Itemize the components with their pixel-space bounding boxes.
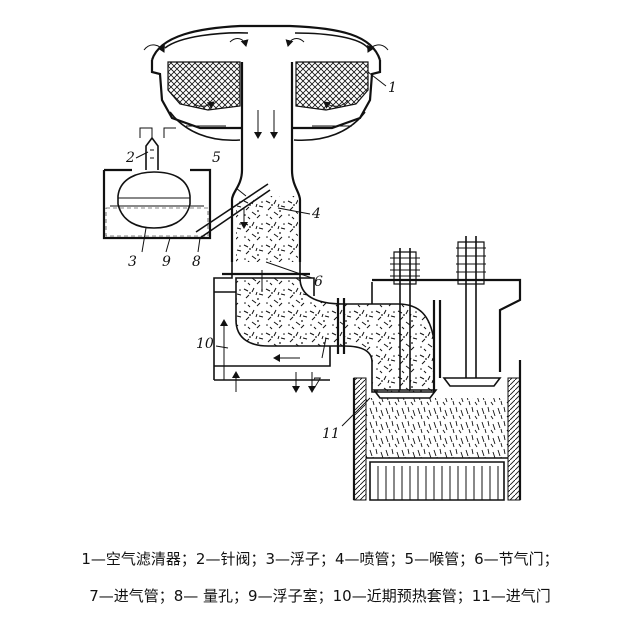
- exhaust-valve: [442, 236, 502, 387]
- label-8: 8: [192, 254, 201, 270]
- float: [117, 171, 191, 229]
- venturi-throat: [230, 169, 302, 262]
- label-4: 4: [311, 206, 321, 222]
- intake-manifold: [235, 277, 435, 393]
- label-11: 11: [322, 426, 340, 442]
- label-9: 9: [162, 254, 171, 270]
- needle-valve: [139, 127, 176, 170]
- label-10: 10: [196, 336, 214, 352]
- float-chamber: [102, 168, 212, 240]
- label-1: 1: [388, 80, 397, 96]
- legend-line-2: 7—进气管；8— 量孔；9—浮子室；10—近期预热套管；11—进气门: [89, 587, 551, 605]
- part-labels: 1 2 3 4 5 6 7 8 9 10 11: [125, 80, 397, 442]
- spray-nozzle: [195, 183, 271, 239]
- label-3: 3: [128, 254, 137, 270]
- legend-line-1: 1—空气滤清器；2—针阀；3—浮子；4—喷管；5—喉管；6—节气门；: [81, 550, 559, 568]
- label-7: 7: [312, 376, 321, 392]
- air-filter: [143, 24, 389, 142]
- label-6: 6: [314, 274, 323, 290]
- carburetor-diagram: 1 2 3 4 5 6 7 8 9 10 11: [102, 24, 522, 501]
- preheat-jacket: [214, 291, 331, 393]
- piston: [369, 461, 505, 501]
- label-5: 5: [212, 150, 221, 166]
- label-2: 2: [125, 150, 135, 166]
- leader-lines: [135, 71, 387, 427]
- cylinder: [352, 360, 522, 501]
- cylinder-head: [371, 278, 522, 392]
- throttle-valve: [213, 262, 315, 380]
- central-tube: [240, 62, 294, 170]
